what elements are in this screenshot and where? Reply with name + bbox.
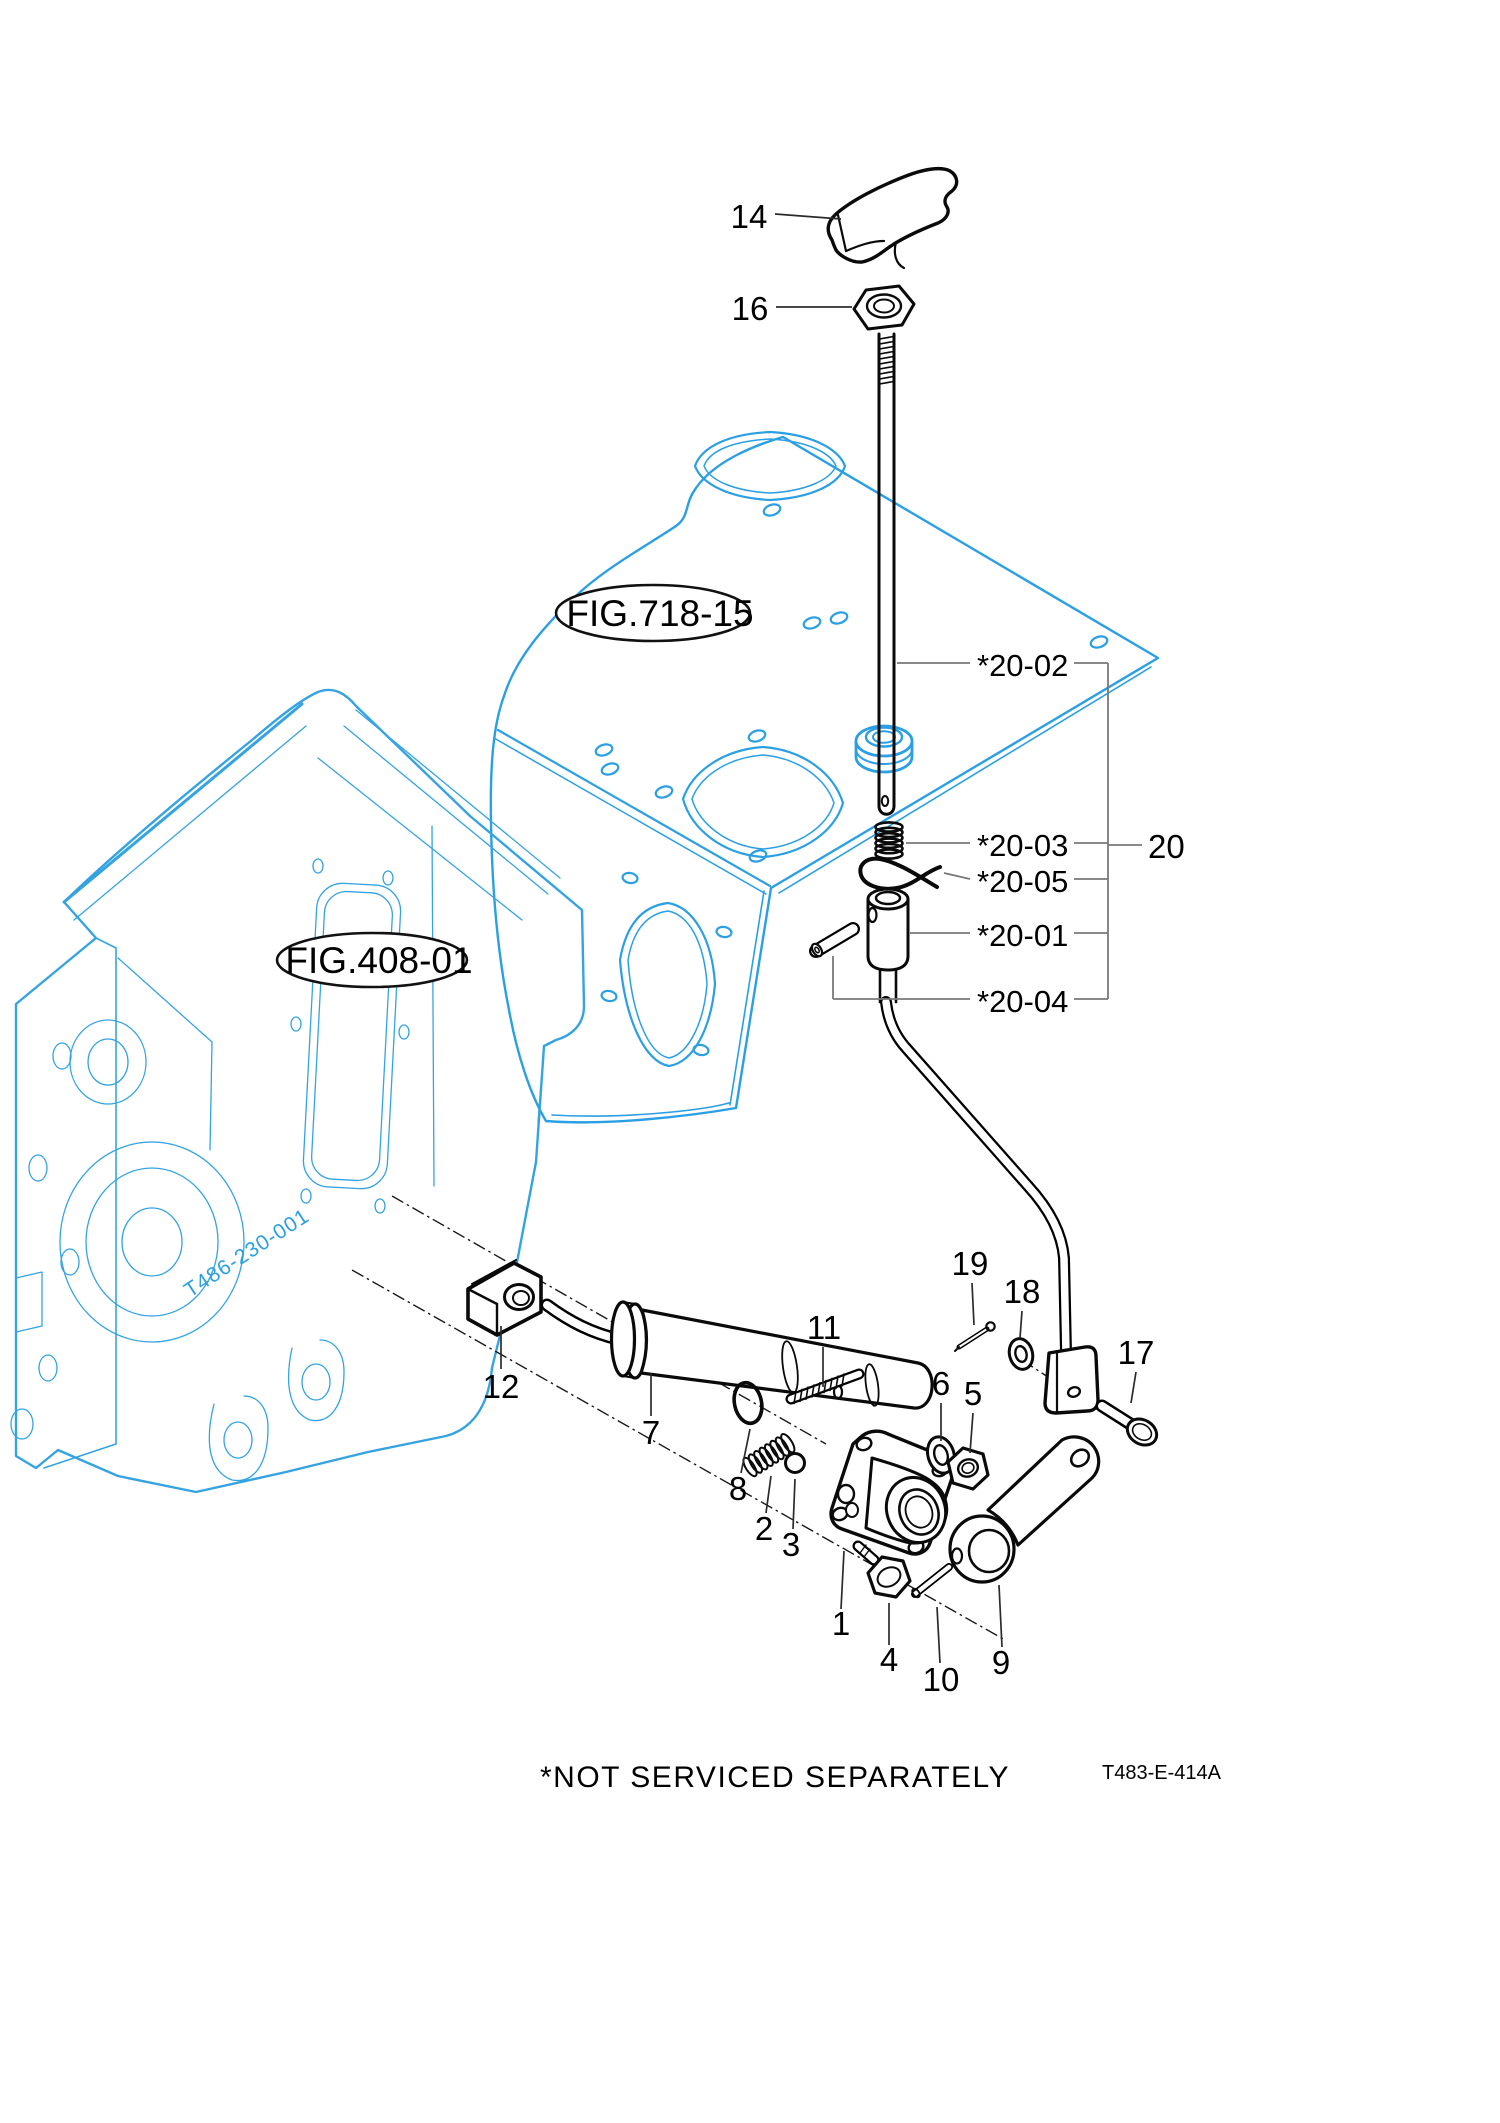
part-20-02-shift-rod xyxy=(877,332,896,816)
callout-20-04: *20-04 xyxy=(977,984,1068,1019)
callout-19: 19 xyxy=(952,1245,989,1282)
callout-3: 3 xyxy=(782,1526,800,1563)
rod-clevis xyxy=(1043,1345,1100,1415)
part-4-bolt xyxy=(852,1540,912,1599)
callout-18: 18 xyxy=(1004,1273,1041,1310)
callout-20-01: *20-01 xyxy=(977,918,1068,953)
part-12-fork xyxy=(466,1259,543,1337)
part-10-pin xyxy=(911,1563,953,1599)
drawing-code: T483-E-414A xyxy=(1102,1762,1222,1784)
part-5-nut xyxy=(946,1446,990,1491)
part-7-shaft xyxy=(540,1298,934,1410)
callout-1: 1 xyxy=(832,1605,850,1642)
bent-link-rod xyxy=(880,996,1072,1359)
callout-20-02: *20-02 xyxy=(977,648,1068,683)
casting-number: T486-230-001 xyxy=(180,1205,313,1303)
panel-grommet xyxy=(854,724,914,774)
callout-12: 12 xyxy=(483,1368,520,1405)
leader-lines xyxy=(500,213,1137,1664)
callout-8: 8 xyxy=(729,1470,747,1507)
part-20-05-snap-clip xyxy=(858,856,942,891)
part-9-lever xyxy=(948,1435,1101,1584)
fig-ref-case: FIG.408-01 xyxy=(285,940,472,981)
part-1-flange-housing xyxy=(829,1429,955,1556)
footer: *NOT SERVICED SEPARATELY T483-E-414A xyxy=(540,1761,1222,1794)
part-18-washer xyxy=(1007,1337,1035,1371)
callout-14: 14 xyxy=(731,198,768,235)
exploded-parts xyxy=(466,167,1159,1599)
group-20-bracket xyxy=(832,662,1142,1000)
part-19-cotter-pin xyxy=(954,1321,996,1352)
callout-16: 16 xyxy=(732,290,769,327)
part-20-04-pin xyxy=(809,922,860,958)
panel-bolt-holes xyxy=(594,503,1109,1057)
callout-5: 5 xyxy=(964,1375,982,1412)
callout-labels: 14 16 *20-02 *20-03 *20-05 *20-01 *20-04… xyxy=(483,198,1185,1698)
part-8-o-ring xyxy=(732,1380,764,1426)
not-serviced-note: *NOT SERVICED SEPARATELY xyxy=(540,1761,1010,1794)
callout-20-03: *20-03 xyxy=(977,828,1068,863)
part-11-stud xyxy=(785,1368,865,1405)
part-2-detent-spring xyxy=(742,1433,796,1478)
part-17-clevis-bolt xyxy=(1095,1399,1159,1447)
callout-2: 2 xyxy=(755,1510,773,1547)
callout-17: 17 xyxy=(1118,1334,1155,1371)
fig-ref-panel: FIG.718-15 xyxy=(566,593,753,634)
callout-6: 6 xyxy=(932,1365,950,1402)
part-20-01-joint xyxy=(866,887,910,1004)
assembly-centerlines xyxy=(351,1195,1151,1641)
callout-10: 10 xyxy=(923,1661,960,1698)
callout-4: 4 xyxy=(880,1641,898,1678)
figure-references: FIG.718-15 FIG.408-01 xyxy=(275,583,754,989)
callout-20-05: *20-05 xyxy=(977,864,1068,899)
callout-20: 20 xyxy=(1148,828,1185,865)
callout-11: 11 xyxy=(807,1309,841,1346)
part-16-nut xyxy=(852,284,916,331)
callout-9: 9 xyxy=(992,1644,1010,1681)
part-14-lever-knob xyxy=(826,167,959,270)
reference-panel-drawing xyxy=(489,430,1160,1124)
callout-7: 7 xyxy=(642,1414,660,1451)
part-3-detent-ball xyxy=(784,1452,806,1474)
part-20-03-spring xyxy=(874,821,904,860)
